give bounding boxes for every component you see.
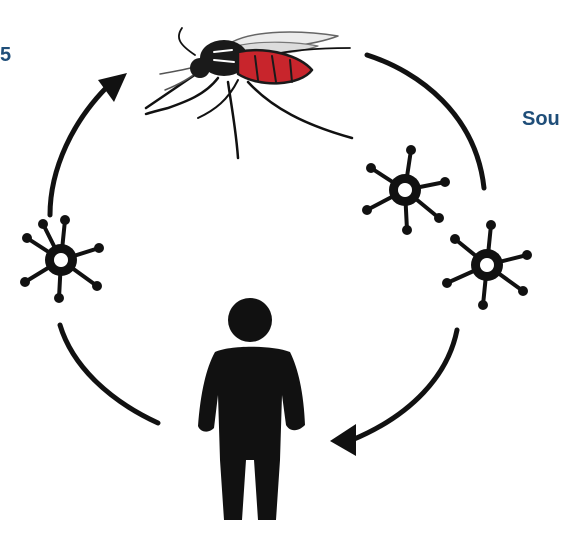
mosquito-icon [146, 28, 352, 158]
virus-icon [442, 220, 532, 310]
right-edge-label: Sou [522, 108, 561, 131]
virus-icon [20, 215, 104, 303]
human-figure-icon [198, 298, 305, 520]
arrow-left-upper [50, 82, 112, 215]
arrow-right-upper [367, 55, 484, 188]
left-edge-label: 5 [0, 44, 20, 67]
arrowhead-up [98, 73, 127, 102]
arrow-left-lower [60, 325, 158, 423]
virus-icon [362, 145, 450, 235]
arrow-right-lower [352, 330, 457, 440]
arrowhead-left [330, 424, 356, 456]
